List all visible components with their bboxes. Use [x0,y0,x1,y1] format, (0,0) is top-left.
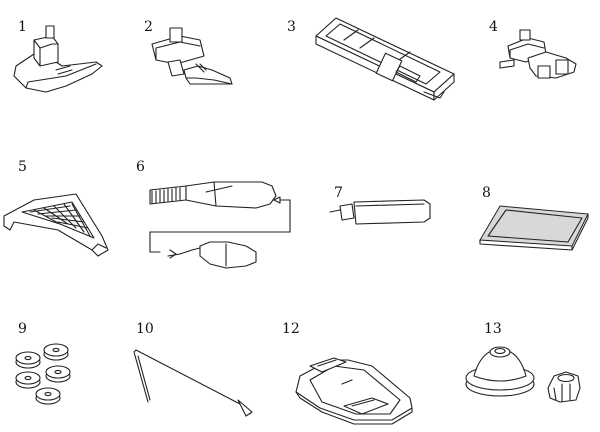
wire-guide-icon [133,349,253,417]
cover-plate-icon [295,357,413,425]
buttonhole-foot-icon [315,17,455,101]
presser-foot-zigzag-icon [13,25,103,93]
bobbins-icon [15,343,71,405]
item-number: 8 [482,185,491,201]
item-number: 5 [18,159,27,175]
item-number: 13 [484,321,502,337]
oil-pen-icon [329,199,431,225]
presser-foot-zipper-icon [151,27,233,85]
item-number: 6 [136,159,145,175]
brush-seam-ripper-icon [149,181,291,269]
item-number: 12 [282,321,300,337]
spool-cap-icon [465,346,535,397]
item-number: 9 [18,321,27,337]
mesh-triangle-tool-icon [3,193,109,257]
spool-pin-cap-icon [547,371,581,403]
item-number: 2 [144,19,153,35]
item-number: 3 [287,19,296,35]
item-number: 4 [489,19,498,35]
item-number: 7 [334,185,343,201]
item-number: 1 [18,19,27,35]
presser-foot-small-icon [499,29,577,79]
item-number: 10 [136,321,154,337]
felt-pad-icon [479,205,589,251]
